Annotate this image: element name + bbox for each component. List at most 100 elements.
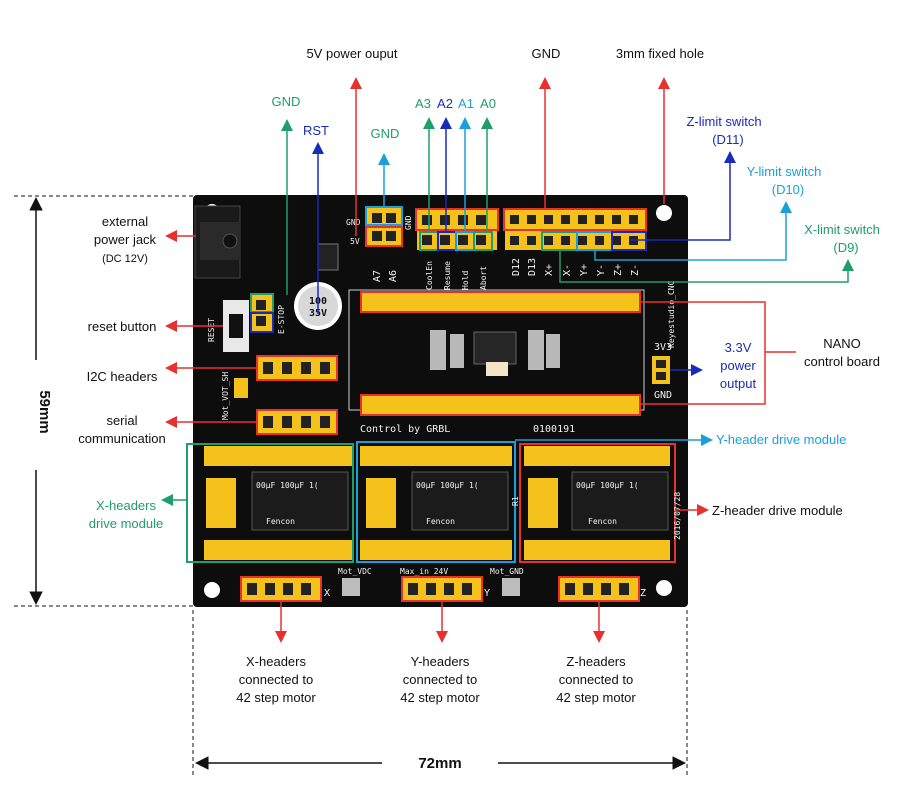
x-driver-module	[186, 443, 354, 563]
silk-estop: E-STOP	[277, 305, 286, 334]
silk-brand-z: Fencon	[588, 517, 617, 526]
silk-5v: 5V	[350, 237, 360, 246]
label-x-module-1: X-headers	[96, 498, 156, 513]
label-gnd-mid: GND	[371, 126, 400, 141]
label-jack-3: (DC 12V)	[102, 253, 148, 265]
silk-d12: D12	[511, 258, 522, 276]
pad-vdc	[342, 578, 360, 596]
v33-header	[652, 356, 670, 384]
label-z-limit-pin: (D11)	[712, 132, 744, 147]
control-header	[415, 208, 499, 251]
silk-y: Y	[484, 588, 490, 599]
label-x-limit: X-limit switch	[804, 222, 880, 237]
label-y-motor-3: 42 step motor	[400, 690, 480, 705]
label-jack-1: external	[102, 214, 148, 229]
label-serial-1: serial	[106, 413, 137, 428]
mount-hole-tr	[656, 205, 672, 221]
silk-zm: Z-	[630, 264, 641, 276]
silk-cap-x: 00µF 100µF 1(	[256, 481, 319, 490]
limit-header	[503, 208, 647, 251]
label-y-motor-1: Y-headers	[411, 654, 470, 669]
silk-xp: X+	[544, 264, 555, 276]
mount-hole-bl	[204, 582, 220, 598]
pad-gnd	[502, 578, 520, 596]
silk-cap-z: 00µF 100µF 1(	[576, 481, 639, 490]
silk-resume: Resume	[443, 261, 452, 290]
label-y-motor-2: connected to	[403, 672, 477, 687]
label-reset: reset button	[88, 319, 157, 334]
silk-date: 2016/07/28	[673, 492, 682, 540]
silk-gnd-a: GND	[346, 218, 361, 227]
silk-yp: Y+	[579, 264, 590, 276]
label-3v3-2: power	[720, 358, 756, 373]
leader-x-limit	[559, 250, 854, 283]
label-3v3-1: 3.3V	[725, 340, 752, 355]
silk-brand-y: Fencon	[426, 517, 455, 526]
label-i2c: I2C headers	[87, 369, 158, 384]
silk-reset: RESET	[207, 318, 216, 342]
leader-y-limit	[594, 201, 792, 261]
label-rst: RST	[303, 123, 329, 138]
label-y-module: Y-header drive module	[716, 432, 846, 447]
label-x-motor-3: 42 step motor	[236, 690, 316, 705]
i2c-header	[256, 355, 338, 381]
silk-d13: D13	[527, 258, 538, 276]
label-nano-1: NANO	[823, 336, 861, 351]
leader-nano	[640, 301, 796, 405]
z-motor-header	[558, 576, 640, 602]
label-z-limit: Z-limit switch	[686, 114, 761, 129]
silk-ym: Y-	[596, 264, 607, 276]
label-jack-2: power jack	[94, 232, 157, 247]
dimensions: 59mm 72mm	[14, 195, 688, 778]
nano-header-top	[360, 291, 641, 313]
label-a0: A0	[480, 96, 496, 111]
dim-width-label: 72mm	[418, 755, 461, 772]
label-a1: A1	[458, 96, 474, 111]
label-fixed-hole: 3mm fixed hole	[616, 46, 704, 61]
label-nano-2: control board	[804, 354, 880, 369]
silk-a6: A6	[388, 270, 399, 282]
label-x-motor-2: connected to	[239, 672, 313, 687]
label-y-limit-pin: (D10)	[772, 182, 805, 197]
regulator	[430, 330, 560, 376]
silk-a7: A7	[372, 270, 383, 282]
x-motor-header	[240, 576, 322, 602]
power-out-header	[365, 206, 403, 247]
leader-z-limit	[630, 151, 736, 241]
pcb-board: RESET E-STOP 100 35V GND 5V A7	[186, 195, 688, 607]
silk-r1: R1	[511, 496, 520, 506]
silk-abort: Abort	[479, 266, 488, 290]
silk-gnd-c: GND	[654, 390, 672, 401]
label-3v3-3: output	[720, 376, 757, 391]
label-gnd-top: GND	[532, 46, 561, 61]
mot-jumper	[234, 378, 248, 398]
nano-header-bottom	[360, 394, 641, 416]
silk-control: Control by GRBL	[360, 424, 450, 435]
y-motor-header	[401, 576, 483, 602]
silk-gnd-b: GND	[404, 215, 413, 230]
label-z-module: Z-header drive module	[712, 503, 843, 518]
label-x-limit-pin: (D9)	[833, 240, 858, 255]
silk-z: Z	[640, 588, 646, 599]
label-gnd-left: GND	[272, 94, 301, 109]
y-driver-module	[356, 441, 516, 563]
label-serial-2: communication	[78, 431, 165, 446]
label-y-limit: Y-limit switch	[747, 164, 822, 179]
callout-labels: 5V power ouput GND 3mm fixed hole GND RS…	[78, 46, 880, 705]
silk-coolen: CoolEn	[425, 261, 434, 290]
estop-header	[250, 293, 274, 333]
label-z-motor-1: Z-headers	[566, 654, 626, 669]
label-z-motor-2: connected to	[559, 672, 633, 687]
mount-hole-br	[656, 580, 672, 596]
silk-motvdc: Mot_VDC	[338, 567, 372, 576]
label-x-module-2: drive module	[89, 516, 163, 531]
reset-button-part	[223, 300, 249, 352]
label-x-motor-1: X-headers	[246, 654, 306, 669]
silk-x: X	[324, 588, 330, 599]
silk-zp: Z+	[613, 264, 624, 276]
label-5v-output: 5V power ouput	[306, 46, 397, 61]
silk-motgnd: Mot_GND	[490, 567, 524, 576]
silk-xm: X-	[562, 264, 573, 276]
silk-hold: Hold	[461, 271, 470, 290]
